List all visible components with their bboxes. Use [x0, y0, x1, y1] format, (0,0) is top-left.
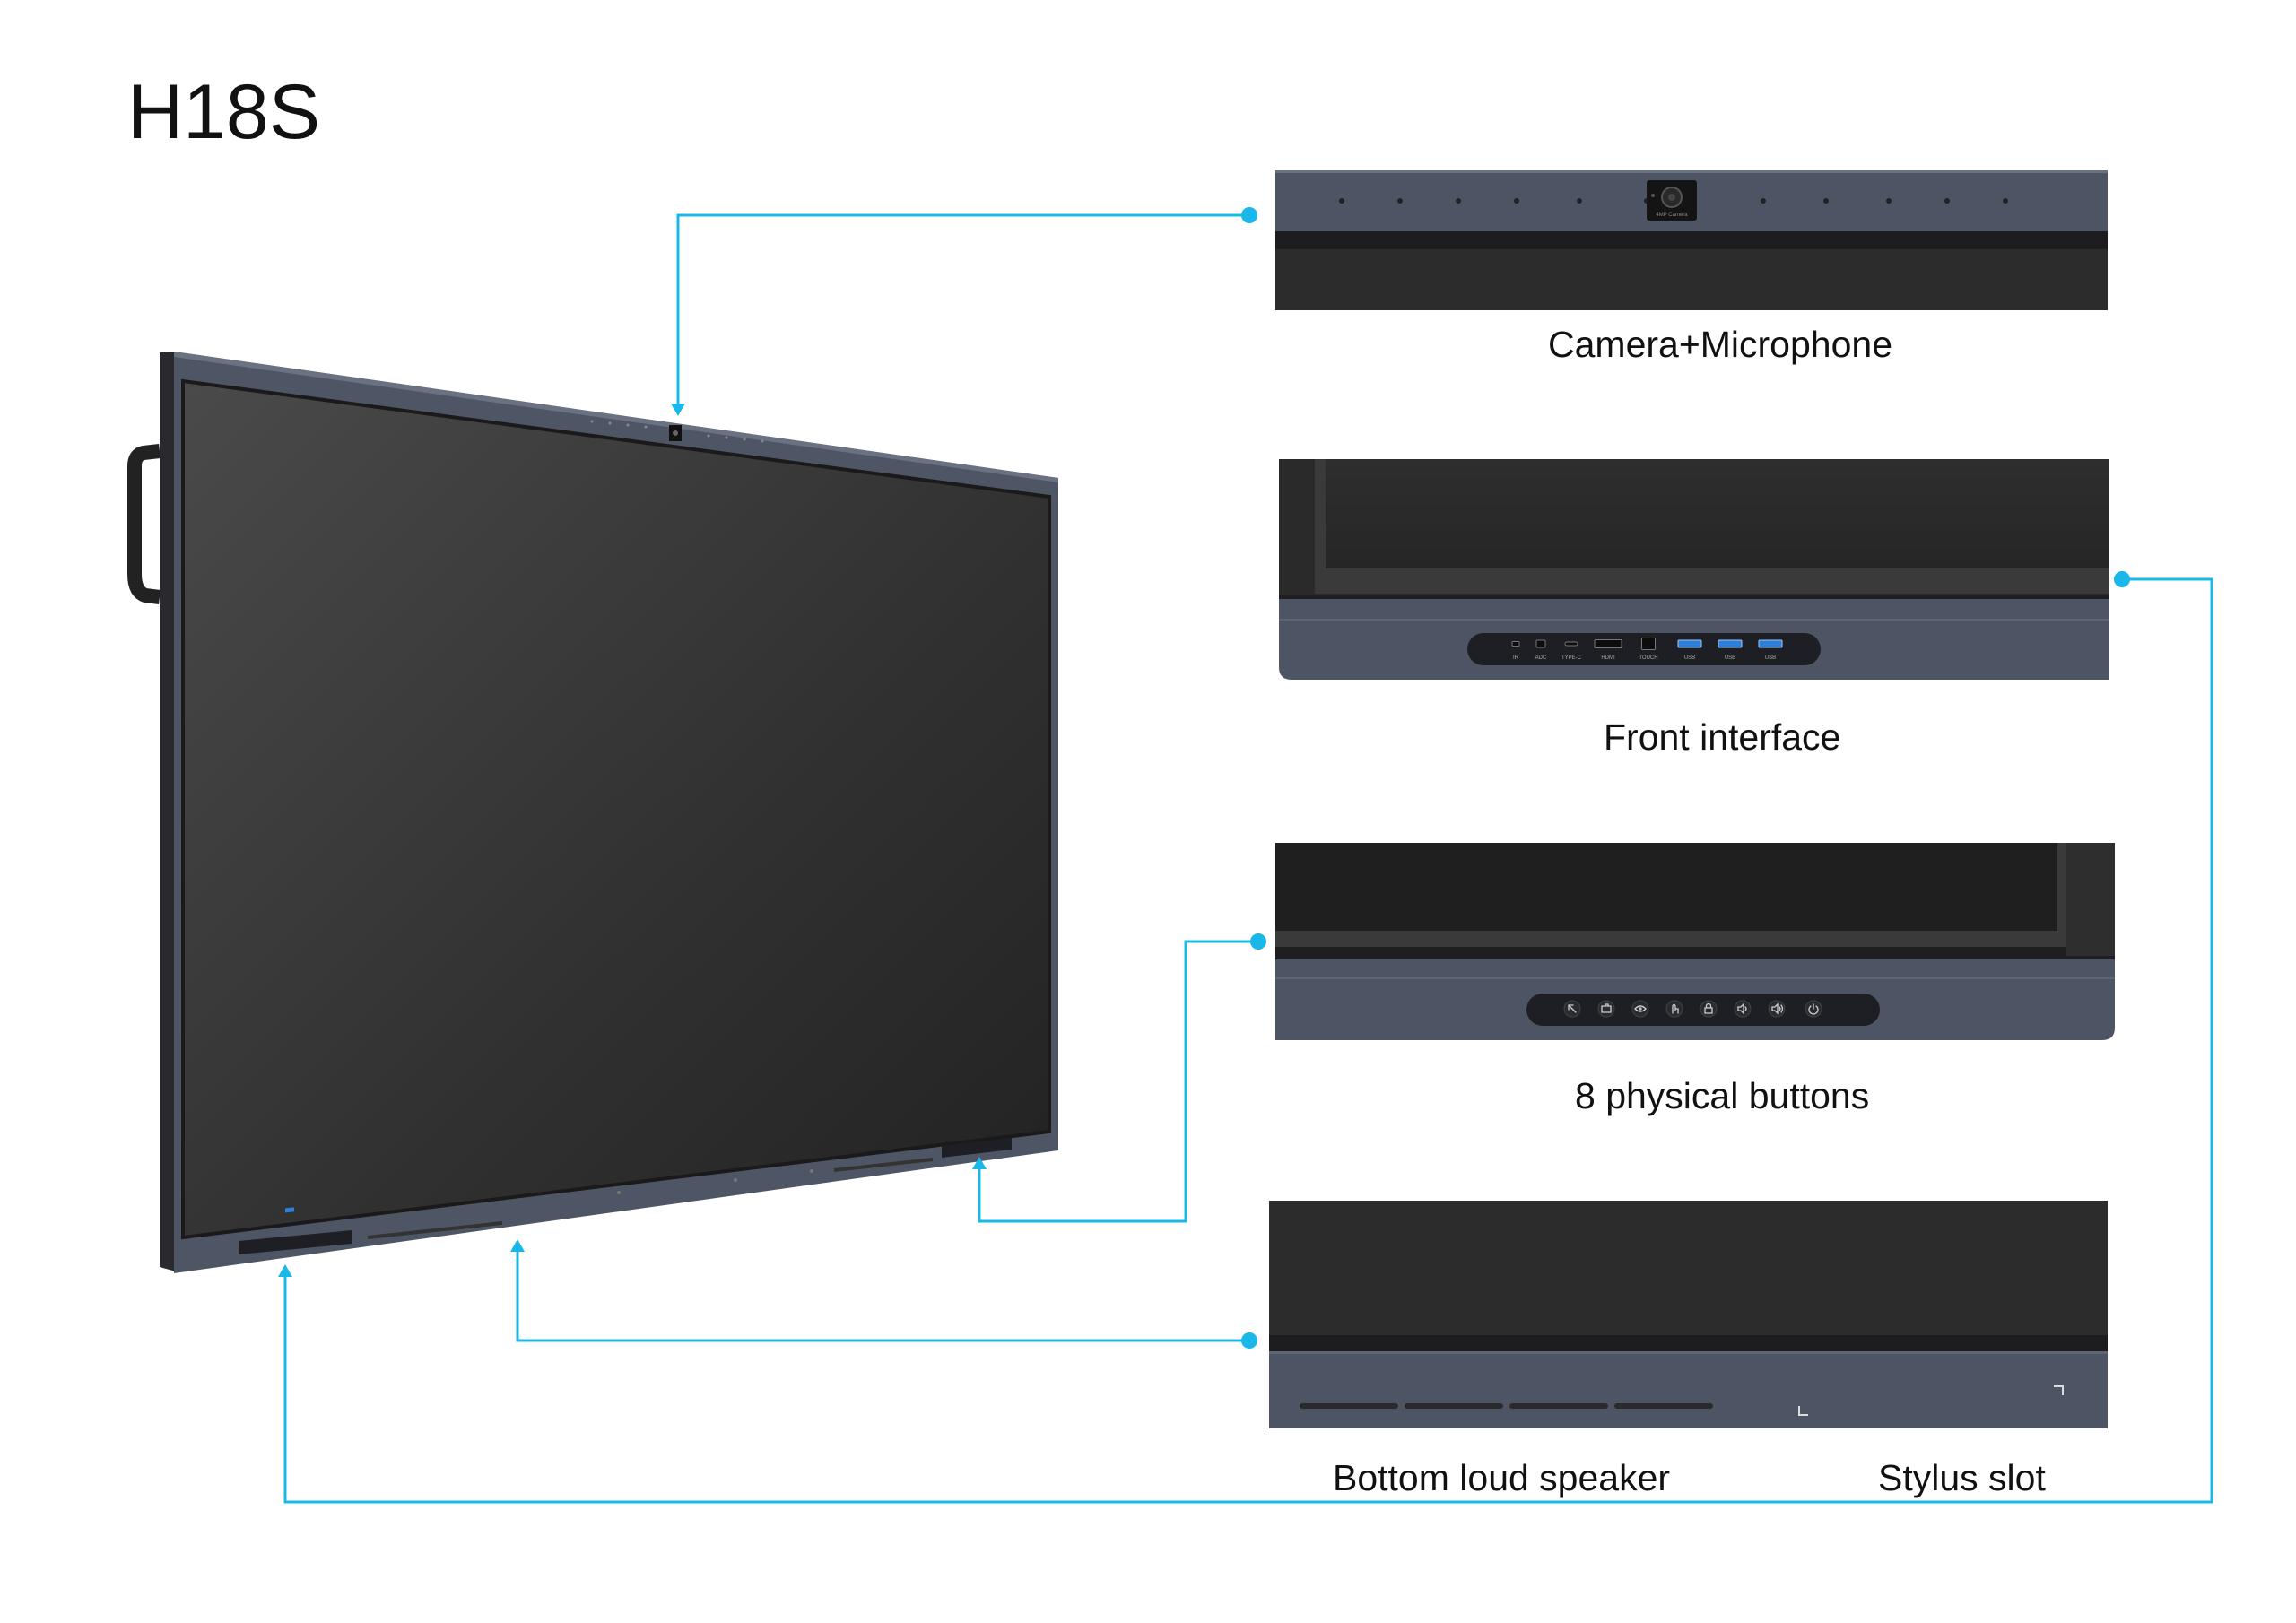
- model-title: H18S: [127, 69, 321, 155]
- port-hdmi-icon: [1594, 639, 1622, 648]
- touch-lock-icon-glyph: [1672, 1003, 1679, 1014]
- camera-icon: [1597, 1000, 1615, 1018]
- speaker-grille: [1405, 1403, 1503, 1409]
- connector-lines: [283, 213, 2213, 1504]
- port-ir-icon: [1511, 641, 1520, 647]
- port-usb-icon: [1718, 639, 1743, 648]
- camera-label: 4MP Camera: [1656, 213, 1688, 218]
- connector-endpoints: [278, 207, 2130, 1349]
- port-label: USB: [1725, 655, 1735, 661]
- display-side: [160, 352, 176, 1271]
- eye-icon-glyph: [1634, 1005, 1647, 1012]
- main-front-interface: [239, 1230, 352, 1254]
- button-group: [1563, 1000, 1822, 1018]
- caption-bottom-speaker: Bottom loud speaker: [1333, 1457, 1671, 1498]
- speaker-grille: [1509, 1403, 1608, 1409]
- lock-icon-glyph: [1704, 1002, 1713, 1014]
- detail-camera-microphone: 4MP Camera: [1275, 170, 2108, 310]
- caption-stylus-slot: Stylus slot: [1878, 1457, 2046, 1498]
- caption-camera-microphone: Camera+Microphone: [1548, 324, 1892, 365]
- port-label: TOUCH: [1639, 655, 1657, 661]
- main-display: [127, 352, 1058, 1273]
- main-speaker-right: [833, 1158, 934, 1172]
- caption-physical-buttons: 8 physical buttons: [1575, 1075, 1870, 1116]
- port-usb-icon: [1677, 639, 1702, 648]
- volume-down-icon: [1734, 1000, 1752, 1018]
- port-label: ADC: [1535, 655, 1547, 661]
- port-label: IR: [1513, 655, 1519, 661]
- eye-icon: [1631, 1000, 1649, 1018]
- port-label: TYPE-C: [1561, 655, 1582, 661]
- port-adc-icon: [1535, 639, 1546, 648]
- main-button-panel: [942, 1138, 1012, 1158]
- port-label: USB: [1765, 655, 1776, 661]
- screenshot-icon-glyph: [1568, 1004, 1577, 1013]
- port-touch-icon: [1641, 638, 1656, 650]
- port-type-c-icon: [1564, 641, 1578, 647]
- camera-icon-glyph: [1601, 1003, 1612, 1013]
- handle: [127, 444, 161, 604]
- display-screen: [183, 381, 1049, 1237]
- speaker-grille: [1300, 1403, 1398, 1409]
- main-speaker-left: [367, 1221, 503, 1239]
- port-label: HDMI: [1601, 655, 1615, 661]
- detail-speaker-stylus: [1269, 1201, 2108, 1428]
- port-usb-icon: [1758, 639, 1783, 648]
- volume-up-icon: [1768, 1000, 1786, 1018]
- power-icon-glyph: [1808, 1003, 1819, 1015]
- touch-lock-icon: [1665, 1000, 1683, 1018]
- port-label: USB: [1684, 655, 1695, 661]
- volume-down-icon-glyph: [1737, 1002, 1747, 1015]
- port-group: IR ADC TYPE-C HDMI TOUCH USB USB USB: [1511, 638, 1783, 661]
- volume-up-icon-glyph: [1771, 1002, 1784, 1015]
- screenshot-icon: [1563, 1000, 1581, 1018]
- stylus-slot-mark: [2054, 1385, 2064, 1395]
- power-icon: [1805, 1000, 1822, 1018]
- detail-physical-buttons: [1275, 843, 2115, 1040]
- lock-icon: [1700, 1000, 1718, 1018]
- caption-front-interface: Front interface: [1604, 716, 1841, 758]
- stylus-slot-mark: [1798, 1406, 1808, 1416]
- detail-front-interface: IR ADC TYPE-C HDMI TOUCH USB USB USB: [1279, 459, 2109, 680]
- speaker-grille: [1614, 1403, 1713, 1409]
